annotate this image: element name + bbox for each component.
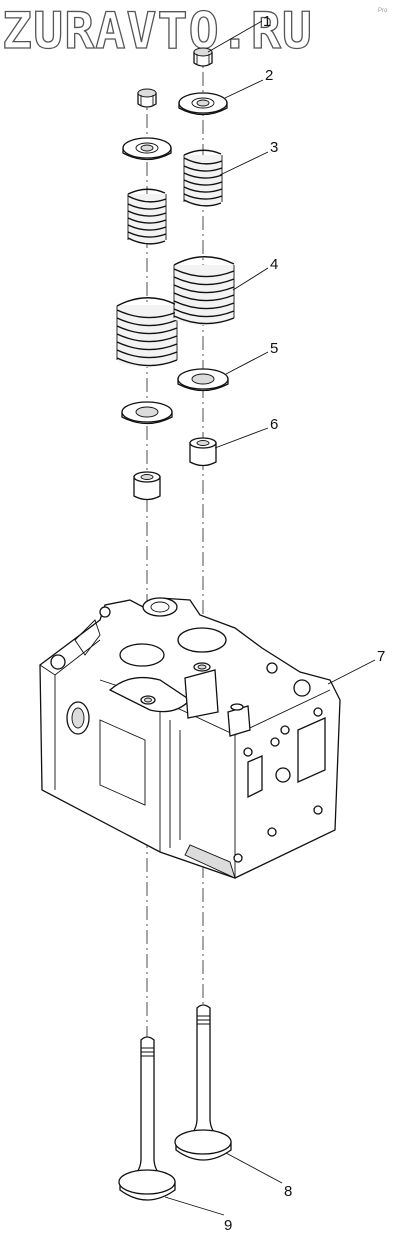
leader-line-9 <box>164 1196 225 1216</box>
left-valve-stem-seal <box>133 471 161 501</box>
watermark-text: ZURAVTO.RU <box>2 2 313 60</box>
callout-9: 9 <box>224 1217 232 1234</box>
leader-line-3 <box>219 151 269 176</box>
right-inner-valve-spring <box>183 149 223 207</box>
leader-line-8 <box>225 1152 283 1184</box>
callout-7: 7 <box>377 648 385 665</box>
leader-line-5 <box>225 351 269 375</box>
callout-4: 4 <box>270 256 278 273</box>
leader-line-1 <box>207 20 263 53</box>
left-lower-spring-seat <box>121 401 173 425</box>
callout-8: 8 <box>284 1183 292 1200</box>
left-inner-valve-spring <box>127 188 167 245</box>
leader-line-2 <box>224 79 264 99</box>
left-upper-spring-retainer <box>122 137 172 161</box>
callout-6: 6 <box>270 416 278 433</box>
leader-line-7 <box>327 659 376 685</box>
left-valve-collet <box>137 88 157 108</box>
callout-5: 5 <box>270 340 278 357</box>
callout-1: 1 <box>263 13 271 30</box>
leader-line-4 <box>232 267 269 291</box>
watermark-small-mark: Pro <box>378 8 388 14</box>
right-lower-spring-seat <box>177 368 229 392</box>
cylinder-head <box>39 597 341 879</box>
left-outer-valve-spring <box>116 297 178 367</box>
right-outer-valve-spring <box>173 256 235 325</box>
callout-2: 2 <box>265 67 273 84</box>
intake-valve <box>174 1004 232 1161</box>
right-upper-spring-retainer <box>178 92 228 116</box>
right-valve-collet <box>193 47 213 67</box>
callout-3: 3 <box>270 139 278 156</box>
leader-line-6 <box>214 427 269 449</box>
right-valve-stem-seal <box>189 437 217 467</box>
exhaust-valve <box>118 1036 176 1201</box>
